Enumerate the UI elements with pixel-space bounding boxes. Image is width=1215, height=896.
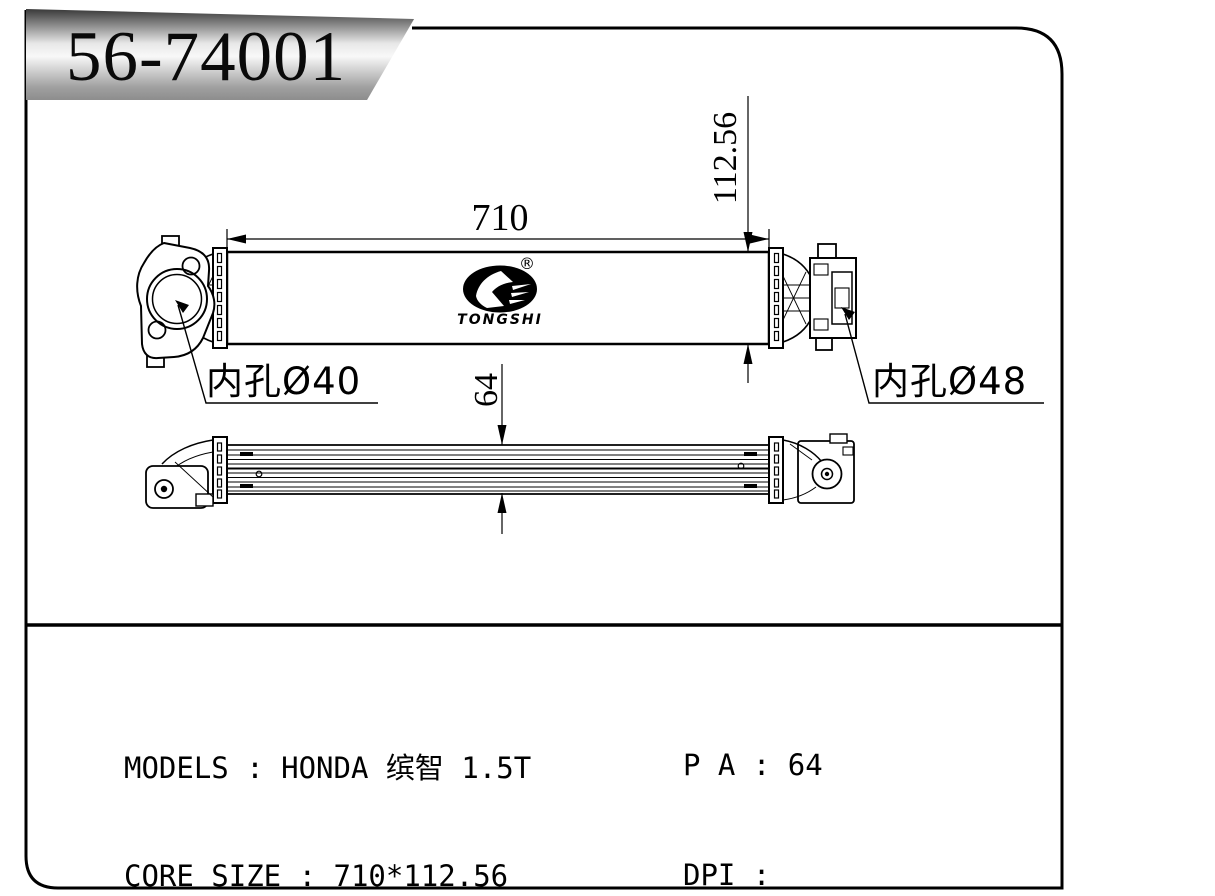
registered-trademark-icon: ® (519, 254, 535, 273)
arrowhead-up (497, 493, 507, 513)
spec-left-column: MODELS : HONDA 缤智 1.5T CORE SIZE : 710*1… (124, 680, 531, 896)
outlet-port (809, 243, 857, 351)
core-bottom (227, 444, 769, 495)
inlet-flange (136, 235, 216, 368)
dimension-length-text: 710 (471, 197, 529, 239)
arrowhead-down (743, 232, 753, 252)
part-number-banner: 56-74001 (26, 9, 415, 100)
arrowhead-up (743, 344, 753, 364)
core-tab-mark (744, 484, 757, 488)
dimension-thickness-text: 64 (468, 373, 505, 407)
dimension-710 (226, 229, 770, 250)
pin-hole (737, 462, 745, 470)
bolt-hole (147, 320, 167, 340)
dimension-112-56 (743, 96, 753, 383)
inlet-hole-outer (146, 268, 208, 330)
arrowhead-down (497, 425, 507, 445)
left-port-label: 内孔Ø40 (206, 360, 362, 403)
tongshi-logo-icon (463, 265, 537, 313)
spec-right-column: P A : 64 DPI : OEM : 19710-6N0-006 NISSE… (683, 676, 1015, 896)
spec-dpi: DPI : (683, 858, 771, 892)
sheet-frame (24, 10, 1064, 890)
inlet-hole-inner (151, 273, 203, 325)
arrowhead-right (750, 234, 769, 244)
logo-brand-text: TONGSHI (457, 312, 543, 328)
part-number: 56-74001 (66, 18, 347, 96)
left-header (212, 247, 228, 349)
right-port-label: 内孔Ø48 (872, 360, 1028, 403)
core-tab-mark (240, 452, 253, 456)
leader-left-port (175, 300, 378, 404)
bolt-hole (181, 256, 201, 276)
spec-pa: P A : 64 (683, 748, 823, 782)
left-mount-bracket (145, 439, 214, 509)
right-header (768, 247, 784, 349)
logo-speed-lines (509, 284, 531, 304)
right-header-bottom (768, 436, 784, 504)
dimension-height-text: 112.56 (707, 111, 744, 205)
leader-arrowhead (841, 307, 855, 320)
spec-models: MODELS : HONDA 缤智 1.5T (124, 751, 532, 785)
bottom-view (145, 433, 855, 509)
dimension-64 (497, 364, 507, 534)
right-tank (782, 253, 813, 343)
core-tab-mark (744, 452, 757, 456)
leader-arrowhead (175, 300, 189, 313)
logo-arrow (476, 271, 513, 308)
leader-right-port (841, 307, 1044, 404)
spec-core-size: CORE SIZE : 710*112.56 (124, 859, 509, 893)
arrowhead-left (227, 234, 246, 244)
core-tab-mark (240, 484, 253, 488)
left-header-bottom (212, 436, 228, 504)
right-mount-bracket (782, 433, 855, 504)
pin-hole (255, 470, 263, 478)
